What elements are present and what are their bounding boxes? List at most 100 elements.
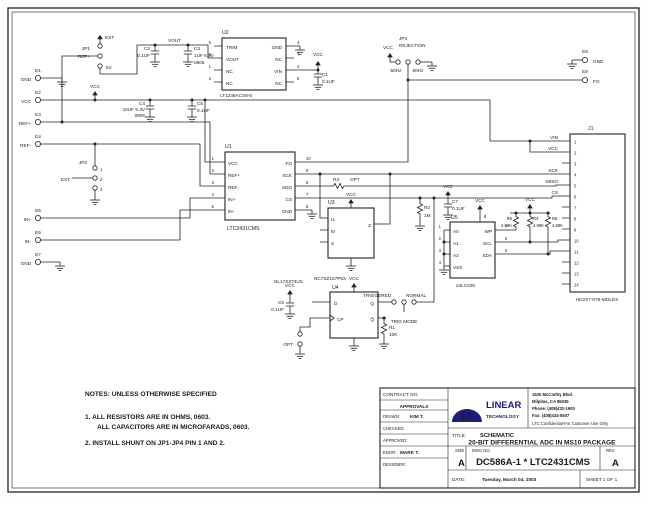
resistors: R1 10K R2 1M R3 OPT R6 4.99K R4 4.99K R5…: [331, 177, 563, 337]
ic-u2: U2 LT1236ACS8-5 TRIM VOUT NC NC GND NC V…: [209, 30, 300, 98]
jp2-ref: JP2: [79, 160, 87, 165]
size-value: A: [458, 458, 465, 469]
terminal-net: REF+: [19, 121, 31, 126]
dwg-label: DWG NO.: [472, 448, 491, 453]
u1-pin-num: 10: [306, 156, 311, 161]
u2-pin: VIN: [274, 69, 282, 74]
j1-part: HD2X7-079-MOLEX: [576, 297, 619, 302]
u2-pin: NC: [275, 81, 282, 86]
j1-pin-num: 4: [574, 173, 577, 178]
u4-pin: Q: [370, 301, 374, 306]
vcc-label: VCC: [90, 84, 101, 89]
r3-ref: R3: [333, 177, 339, 182]
u1-pin: IN-: [228, 209, 235, 214]
jp2-pin-2: 2: [100, 177, 103, 182]
engr-value: MARK T.: [400, 450, 419, 455]
u5-pin: SDA: [482, 253, 493, 258]
terminal-net: IN+: [24, 217, 32, 222]
u1-pin: REF+: [228, 173, 240, 178]
net-label-vout: VOUT: [168, 38, 181, 43]
j1-sig-miso: MISO: [546, 179, 558, 184]
title-label: TITLE:: [452, 433, 466, 438]
u2-pin-num: 8: [297, 76, 300, 81]
u4-pin: CP: [337, 317, 344, 322]
u1-pin: VCC: [228, 161, 239, 166]
u5-pin-num: 1: [439, 224, 442, 229]
vcc-label: VCC: [285, 283, 296, 288]
u3-pin: S: [331, 241, 334, 246]
c4-ref: C4: [139, 101, 145, 106]
u5-pin: A2: [453, 253, 459, 258]
jp4-func: REJECTION: [399, 43, 426, 48]
u5-pin: VSS: [453, 265, 462, 270]
u5-ref: U5: [451, 215, 458, 221]
drawn-label: DRAWN:: [383, 414, 400, 419]
vcc-label: VCC: [349, 276, 360, 281]
date-value: Tuesday, March 04, 2003: [482, 477, 537, 482]
title-main: 20-BIT DIFFERENTIAL ADC IN MS10 PACKAGE: [468, 440, 616, 447]
c7-val: 0.1UF: [452, 206, 465, 211]
notes-heading: NOTES: UNLESS OTHERWISE SPECIFIED: [85, 391, 217, 398]
r3-val: OPT: [350, 177, 360, 182]
u5-pin-num: 8: [484, 214, 487, 219]
approvals-label: APPROVALS: [400, 404, 429, 409]
j1-pin-num: 9: [574, 228, 577, 233]
vcc-label: VCC: [443, 184, 454, 189]
u1-pin-num: 1: [212, 156, 215, 161]
rev-label: REV: [606, 448, 615, 453]
u5-pin-num: 7: [505, 224, 508, 229]
u1-pin-num: 8: [306, 180, 309, 185]
confidential-note: LTC Confidential-For Customer Use Only: [532, 421, 609, 426]
address-line-4: Fax: (408)434-0507: [532, 413, 570, 418]
contract-label: CONTRACT NO.: [383, 392, 419, 397]
u1-pin-num: 7: [306, 192, 309, 197]
terminal-ref: E9: [582, 69, 588, 74]
terminal-net: REF-: [20, 143, 31, 148]
linear-logo-icon: [452, 409, 482, 422]
ic-u3: U3 NC7SZ157P6X I1 I0 S Z: [314, 200, 375, 281]
u3-pin: I0: [331, 229, 335, 234]
c3-ref: C3: [194, 46, 200, 51]
terminal-e6: [35, 236, 41, 244]
u1-pin-num: 6: [306, 204, 309, 209]
terminal-net: GND: [21, 77, 32, 82]
terminal-net: GND: [21, 261, 32, 266]
designer-label: DESIGNER:: [383, 462, 406, 467]
j1-pin-num: 14: [574, 283, 579, 288]
u5-part: 24LC025: [456, 283, 475, 288]
u2-part: LT1236ACS8-5: [220, 93, 252, 98]
trig-opt-normal: NORMAL: [406, 293, 426, 298]
u1-pin: GND: [282, 209, 293, 214]
vcc-label: VCC: [313, 52, 324, 57]
wires: [40, 44, 583, 350]
u1-pin-num: 3: [212, 180, 215, 185]
u5-pin-num: 4: [439, 260, 442, 265]
r4-ref: R4: [533, 216, 539, 221]
vcc-flags: VCC VCC VCC VCC VCC VCC VCC VCC VCC: [90, 45, 536, 300]
j1-sig-vcc: VCC: [548, 146, 559, 151]
c2-ref: C2: [144, 46, 150, 51]
u4-pin: Q̅: [370, 316, 374, 322]
terminal-ref: E7: [35, 252, 41, 257]
u4-ref: U4: [332, 285, 339, 291]
vcc-label: VCC: [346, 192, 357, 197]
u5-pin: SCL: [483, 241, 493, 246]
jumper-jp2: JP2 1 2 3 EXT: [61, 160, 103, 192]
j1-pin-num: 11: [574, 250, 579, 255]
jp1-func: REF+: [78, 54, 90, 59]
j1-sig-sck: SCK: [548, 168, 559, 173]
terminal-e2: [35, 97, 41, 103]
note-2: 2. INSTALL SHUNT ON JP1-JP4 PIN 1 AND 2.: [85, 440, 225, 447]
drawn-value: KIM T.: [410, 414, 424, 419]
jp1-ref: JP1: [82, 46, 90, 51]
j1-pin-num: 1: [574, 140, 577, 145]
u1-ref: U1: [225, 144, 232, 150]
vcc-label: VCC: [525, 197, 536, 202]
terminal-ref: E4: [35, 134, 41, 139]
u1-pin: IN+: [228, 197, 236, 202]
j1-pin-num: 12: [574, 261, 579, 266]
r4-val: 4.99K: [533, 223, 544, 228]
terminal-e7: [35, 258, 41, 266]
jp4-ref: JP4: [399, 36, 407, 41]
